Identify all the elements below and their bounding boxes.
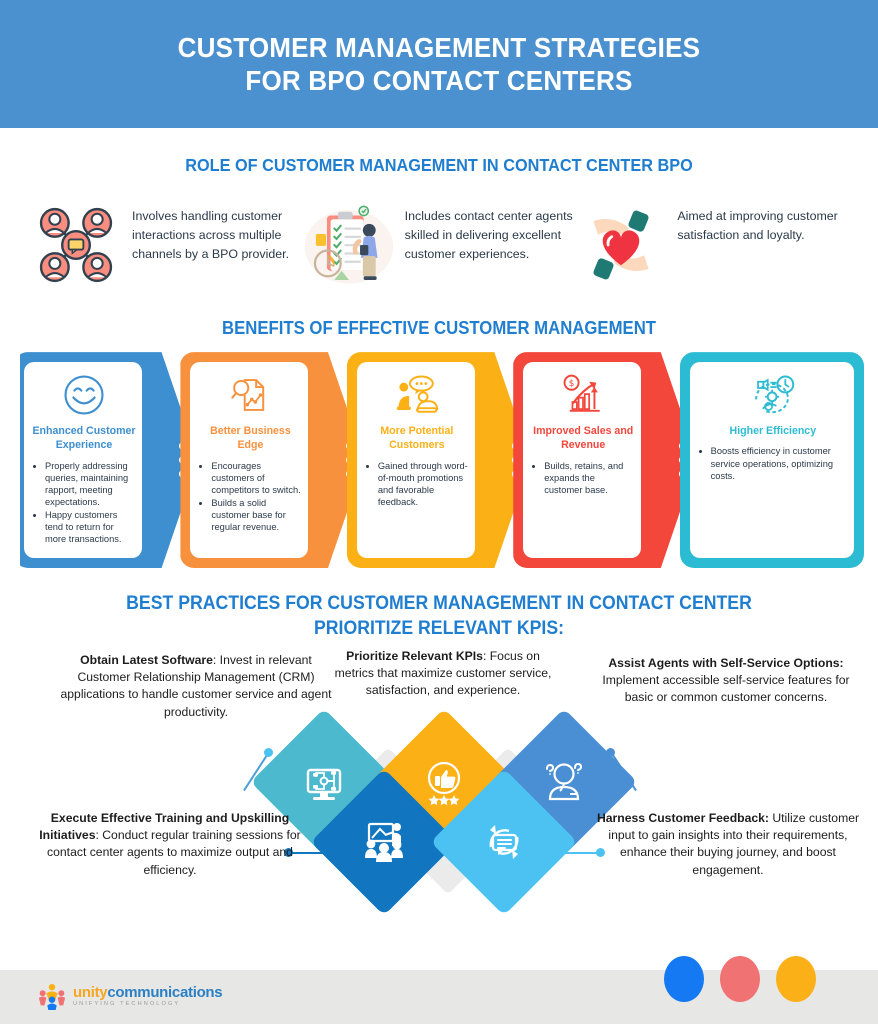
best-practices-section: BEST PRACTICES FOR CUSTOMER MANAGEMENT I… <box>0 592 878 916</box>
benefit-card-list: Builds, retains, and expands the custome… <box>531 460 635 496</box>
list-item: Encourages customers of competitors to s… <box>211 460 302 496</box>
connector-dot-1 <box>264 747 273 757</box>
practice-body: : Conduct regular training sessions for … <box>47 827 301 877</box>
best-practices-title: BEST PRACTICES FOR CUSTOMER MANAGEMENT I… <box>67 592 811 641</box>
checklist-agent-icon <box>303 199 395 291</box>
role-item-text: Includes contact center agents skilled i… <box>404 208 573 262</box>
practice-text-software: Obtain Latest Software: Invest in releva… <box>58 652 334 721</box>
list-item: Boosts efficiency in customer service op… <box>711 445 848 481</box>
connector-line-5 <box>548 851 602 854</box>
smiley-face-icon <box>32 370 136 420</box>
practice-heading: Obtain Latest Software <box>80 652 213 667</box>
benefit-card-list: Boosts efficiency in customer service op… <box>698 445 848 481</box>
practice-diamond-kpis[interactable] <box>370 707 518 856</box>
benefit-card-body: Higher Efficiency Boosts efficiency in c… <box>689 362 855 559</box>
benefit-card-title: Enhanced Customer Experience <box>32 425 136 452</box>
role-item: Aimed at improving customer satisfaction… <box>575 199 848 291</box>
benefit-card[interactable]: Better Business Edge Encourages customer… <box>180 352 365 569</box>
page-title-line2: FOR BPO CONTACT CENTERS <box>245 65 633 96</box>
benefits-section: BENEFITS OF EFFECTIVE CUSTOMER MANAGEMEN… <box>0 313 878 569</box>
benefit-card-list: Encourages customers of competitors to s… <box>198 460 302 533</box>
practice-diamond-self-service[interactable] <box>490 707 638 856</box>
list-item: Properly addressing queries, maintaining… <box>45 460 136 508</box>
logo-unity: unity <box>73 983 108 1001</box>
logo-wordmark: unitycommunications <box>73 983 223 1001</box>
list-item: Builds a solid customer base for regular… <box>211 497 302 533</box>
practice-heading: Harness Customer Feedback: <box>596 810 769 825</box>
benefit-card-list: Properly addressing queries, maintaining… <box>32 460 136 546</box>
footer-dot-red <box>720 956 760 1002</box>
logo-communications: communications <box>107 983 223 1001</box>
practice-diagram: Obtain Latest Software: Invest in releva… <box>0 649 878 916</box>
people-talking-icon <box>365 370 469 420</box>
practice-text-training: Execute Effective Training and Upskillin… <box>20 810 320 879</box>
page-title-line1: CUSTOMER MANAGEMENT STRATEGIES <box>177 31 701 63</box>
connector-dot-3 <box>606 747 615 757</box>
best-practices-title-line2: PRIORITIZE RELEVANT KPIS: <box>313 617 565 639</box>
connector-dot-5 <box>596 847 605 857</box>
practice-diamond-feedback[interactable] <box>430 767 578 916</box>
role-item-text: Aimed at improving customer satisfaction… <box>677 208 838 242</box>
unity-people-icon <box>38 983 66 1010</box>
company-logo[interactable]: unitycommunications UNIFYING TECHNOLOGY <box>38 982 223 1010</box>
role-section-title: ROLE OF CUSTOMER MANAGEMENT IN CONTACT C… <box>185 155 693 175</box>
users-network-icon <box>30 199 122 291</box>
efficiency-gear-icon <box>698 370 848 420</box>
practice-diamond-software[interactable] <box>250 707 398 856</box>
growth-chart-icon: $ <box>531 370 635 420</box>
practice-body: : Invest in relevant Customer Relationsh… <box>60 652 332 719</box>
benefits-row: Enhanced Customer Experience Properly ad… <box>0 352 878 569</box>
page-footer: unitycommunications UNIFYING TECHNOLOGY <box>0 956 878 1024</box>
benefits-section-title: BENEFITS OF EFFECTIVE CUSTOMER MANAGEMEN… <box>221 317 657 338</box>
footer-dots <box>664 956 816 1002</box>
question-person-icon <box>546 762 583 800</box>
page-title: CUSTOMER MANAGEMENT STRATEGIES FOR BPO C… <box>178 31 701 97</box>
monitor-network-icon <box>306 768 342 800</box>
benefit-card[interactable]: $ Improved Sales and Revenue <box>513 352 698 569</box>
role-item: Includes contact center agents skilled i… <box>303 199 576 291</box>
benefit-card-body: $ Improved Sales and Revenue <box>523 362 642 559</box>
best-practices-title-line1: BEST PRACTICES FOR CUSTOMER MANAGEMENT I… <box>126 593 752 615</box>
page-header: CUSTOMER MANAGEMENT STRATEGIES FOR BPO C… <box>0 0 878 128</box>
benefit-card-body: Enhanced Customer Experience Properly ad… <box>24 362 142 559</box>
role-items-row: Involves handling customer interactions … <box>0 199 878 291</box>
practice-heading: Assist Agents with Self-Service Options: <box>608 655 844 670</box>
benefit-card[interactable]: Higher Efficiency Boosts efficiency in c… <box>679 352 865 569</box>
practice-body: : Focus on metrics that maximize custome… <box>334 648 552 698</box>
list-item: Builds, retains, and expands the custome… <box>544 460 635 496</box>
benefit-card-title: Better Business Edge <box>210 425 291 452</box>
footer-dot-blue <box>664 956 704 1002</box>
practice-diamond-training[interactable] <box>310 767 458 916</box>
training-presentation-icon <box>365 822 403 862</box>
practice-body: Implement accessible self-service featur… <box>602 672 850 705</box>
role-item-text: Involves handling customer interactions … <box>132 208 290 262</box>
connector-dot-4 <box>284 847 293 857</box>
hands-heart-icon <box>575 199 667 291</box>
list-item: Happy customers tend to return for more … <box>45 509 136 545</box>
practice-body: Utilize customer input to gain insights … <box>608 810 860 877</box>
benefit-card-title: Improved Sales and Revenue <box>533 425 634 452</box>
practice-heading: Prioritize Relevant KPIs <box>346 648 483 663</box>
practice-heading: Execute Effective Training and Upskillin… <box>39 810 290 842</box>
benefit-card-body: More Potential Customers Gained through … <box>356 362 475 559</box>
logo-text: unitycommunications UNIFYING TECHNOLOGY <box>73 983 223 1008</box>
connector-line-4 <box>290 851 344 854</box>
thumbs-up-stars-icon <box>427 761 461 805</box>
logo-tagline: UNIFYING TECHNOLOGY <box>73 1000 181 1007</box>
practice-text-feedback: Harness Customer Feedback: Utilize custo… <box>584 810 872 879</box>
benefit-card-list: Gained through word-of-mouth promotions … <box>365 460 469 508</box>
practice-text-kpis: Prioritize Relevant KPIs: Focus on metri… <box>330 648 556 700</box>
benefit-card[interactable]: Enhanced Customer Experience Properly ad… <box>14 352 199 569</box>
svg-text:$: $ <box>569 379 575 389</box>
role-item: Involves handling customer interactions … <box>30 199 303 291</box>
benefit-card-title: Higher Efficiency <box>729 425 817 438</box>
benefit-card-body: Better Business Edge Encourages customer… <box>190 362 309 559</box>
list-item: Gained through word-of-mouth promotions … <box>378 460 469 508</box>
benefit-card[interactable]: More Potential Customers Gained through … <box>346 352 532 569</box>
footer-dot-yellow <box>776 956 816 1002</box>
benefit-card-title: More Potential Customers <box>380 425 454 452</box>
feedback-loop-icon <box>489 824 519 859</box>
practice-text-self-service: Assist Agents with Self-Service Options:… <box>592 655 860 707</box>
document-analysis-icon <box>198 370 302 420</box>
